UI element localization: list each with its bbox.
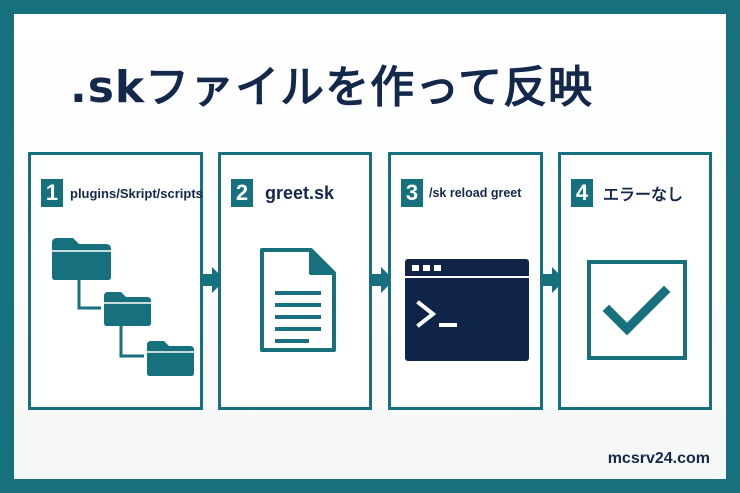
folder-tree-icon	[52, 238, 194, 376]
arrow-right-icon	[372, 267, 394, 293]
step-2-header: 2 greet.sk	[231, 179, 334, 207]
checkmark-icon	[587, 260, 687, 360]
document-icon	[260, 248, 336, 352]
terminal-icon	[405, 259, 529, 361]
step-1-label: plugins/Skript/scripts	[70, 185, 203, 201]
step-4-card: 4 エラーなし	[558, 152, 712, 410]
step-1-number: 1	[41, 179, 63, 207]
step-4-label: エラーなし	[603, 185, 684, 204]
step-4-number: 4	[571, 179, 593, 207]
step-3-number: 3	[401, 179, 423, 207]
arrow-right-icon	[203, 267, 225, 293]
step-2-label: greet.sk	[265, 182, 335, 203]
page-title: .skファイルを作って反映	[70, 62, 593, 113]
step-2-card: 2 greet.sk	[218, 152, 372, 410]
step-1-card: 1 plugins/Skript/scripts	[28, 152, 203, 410]
arrow-right-icon	[543, 267, 565, 293]
step-1-header: 1 plugins/Skript/scripts	[41, 179, 203, 207]
step-3-card: 3 /sk reload greet	[388, 152, 543, 410]
step-3-header: 3 /sk reload greet	[401, 179, 521, 207]
step-2-number: 2	[231, 179, 253, 207]
step-3-label: /sk reload greet	[429, 186, 522, 200]
site-credit: mcsrv24.com	[607, 450, 710, 467]
step-4-header: 4 エラーなし	[571, 179, 683, 207]
